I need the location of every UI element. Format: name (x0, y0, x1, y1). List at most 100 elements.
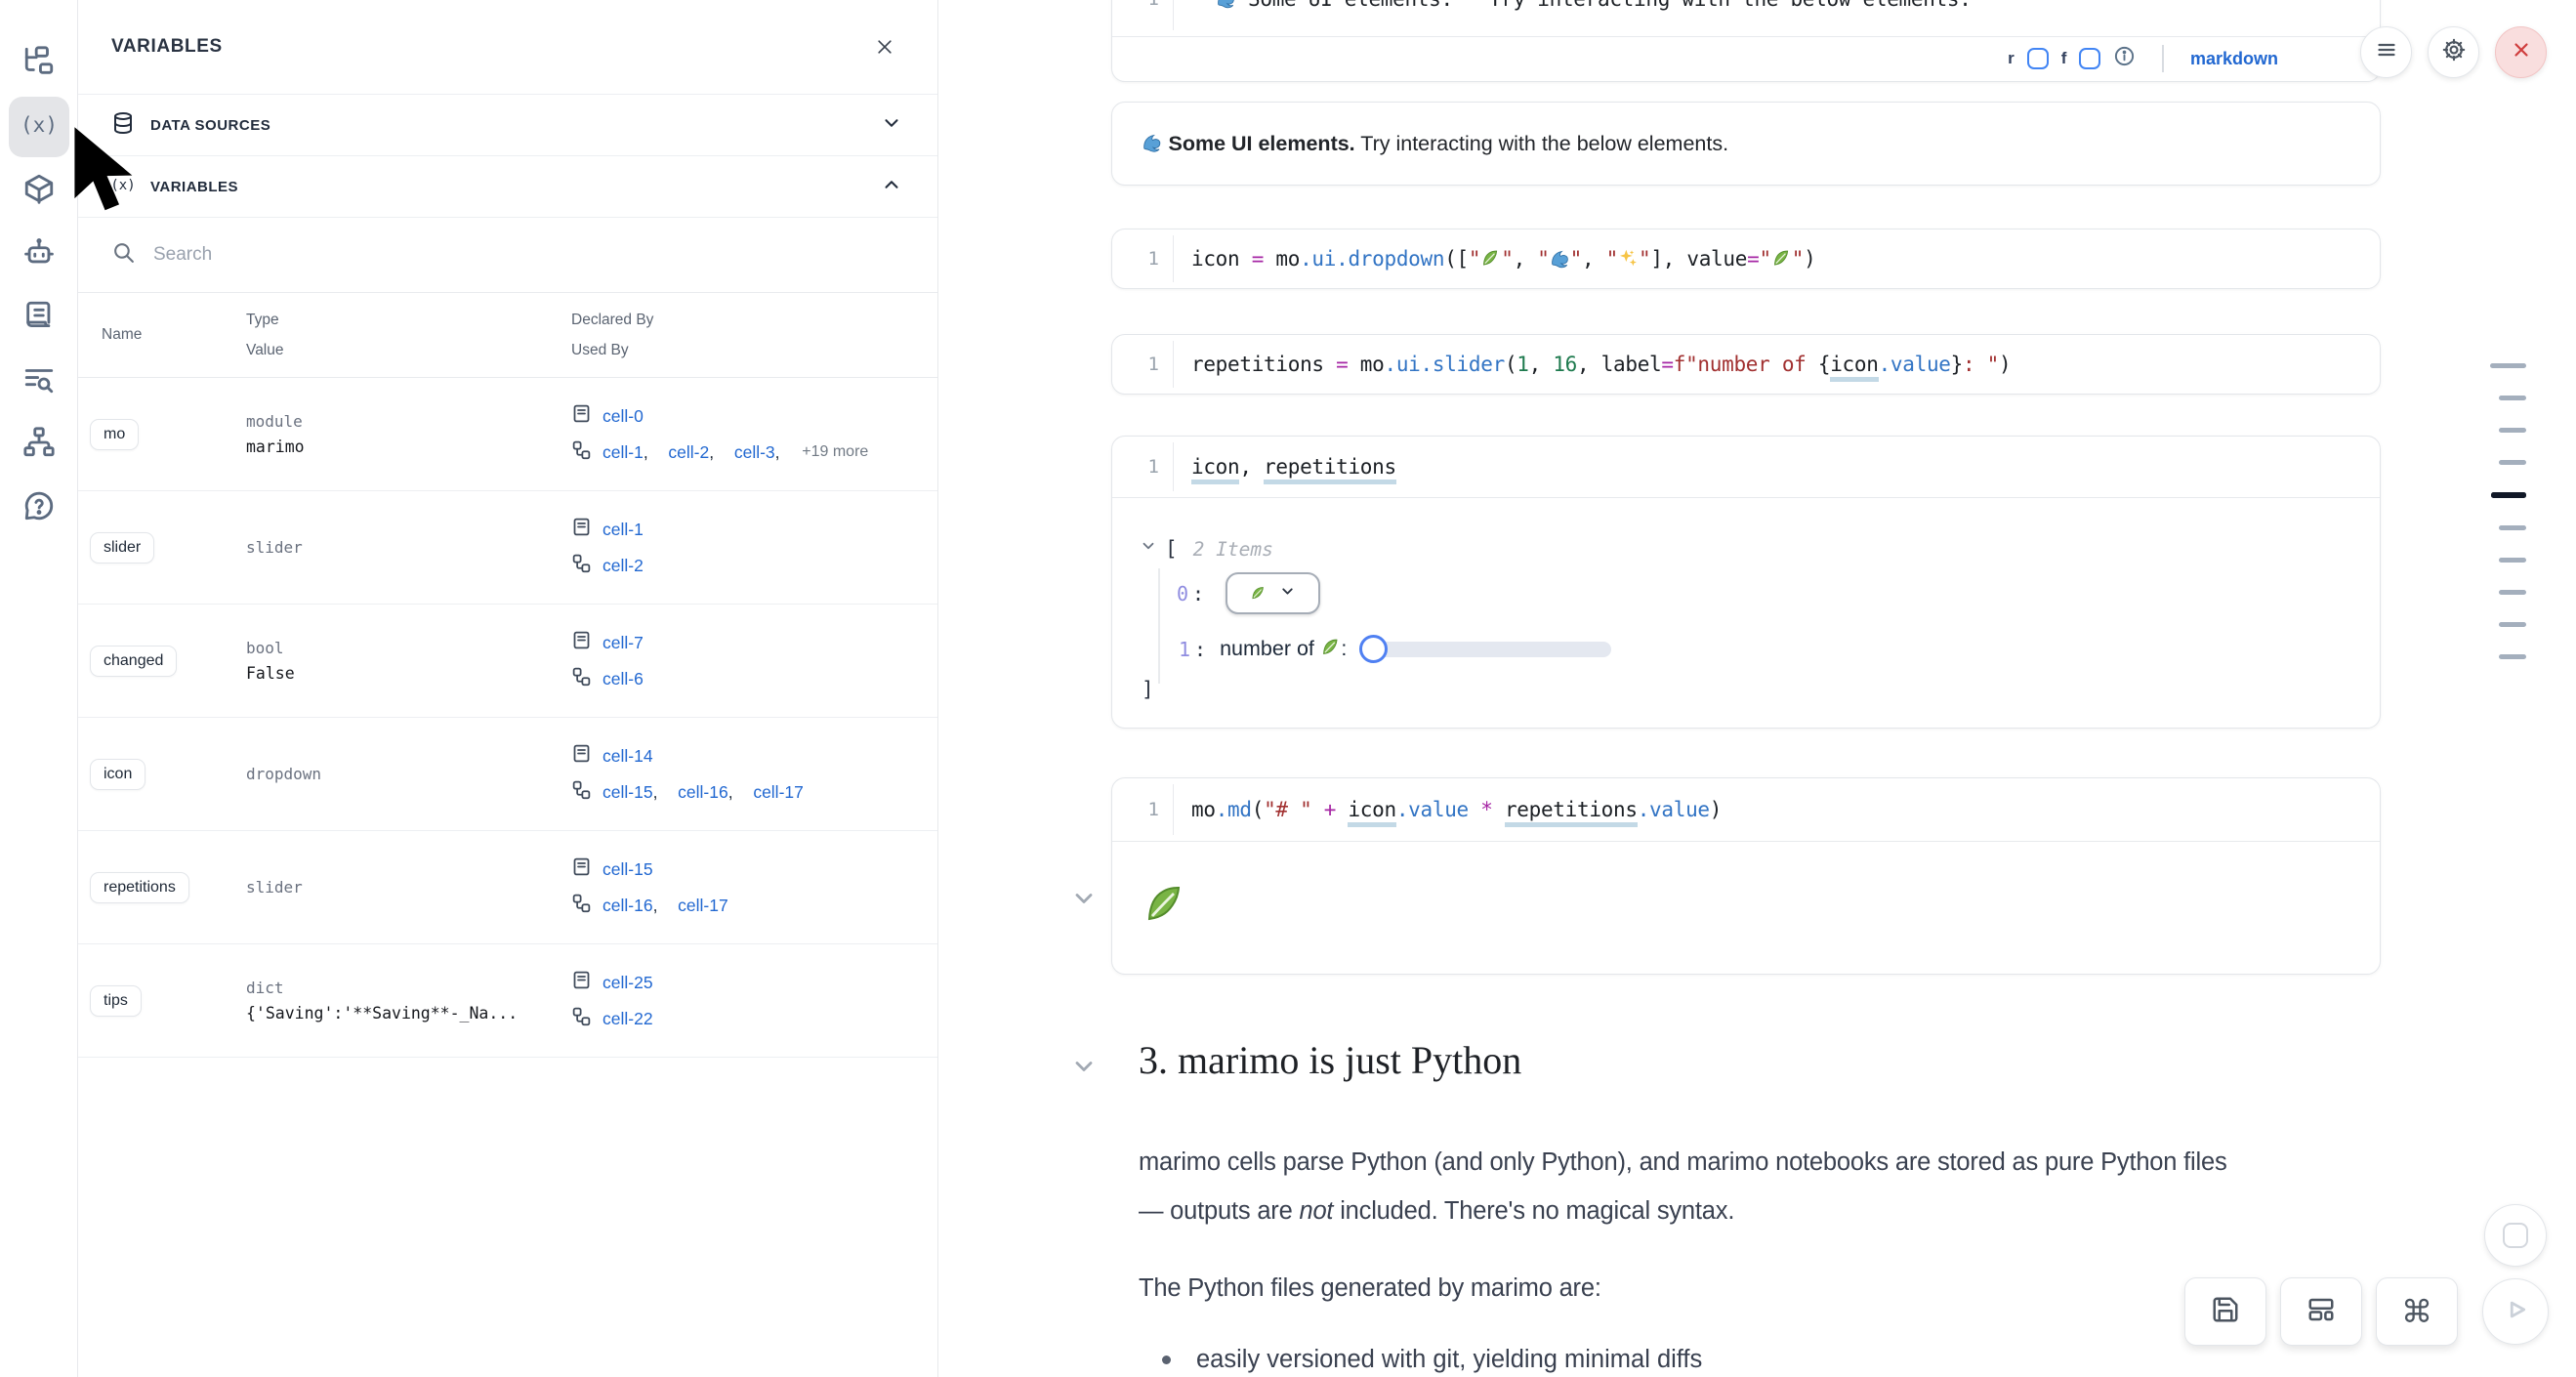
shutdown-button[interactable] (2495, 26, 2547, 78)
layout-panel-icon (2306, 1295, 2336, 1329)
layout-button[interactable] (2280, 1277, 2362, 1346)
variables-search (78, 218, 937, 293)
language-badge[interactable]: markdown (2189, 48, 2278, 68)
sidebar-item-variables[interactable]: (x) (8, 97, 69, 157)
save-icon (2211, 1295, 2240, 1329)
variable-name-badge[interactable]: icon (90, 758, 146, 790)
cell-link[interactable]: cell-6 (602, 668, 644, 688)
minimap-cell-marker[interactable] (2490, 363, 2526, 368)
notebook-cell-code: 1 icon, repetitions [ 2 Items 0 : 1 : nu… (1111, 436, 2381, 729)
sidebar-item-help[interactable] (22, 491, 56, 524)
variable-type: module (246, 412, 303, 431)
variable-name-badge[interactable]: repetitions (90, 871, 189, 903)
col-used-by: Used By (571, 342, 629, 358)
close-icon[interactable] (867, 29, 902, 64)
more-cells-label[interactable]: +19 more (802, 443, 869, 460)
markdown-heading-output (1112, 842, 2380, 973)
minimap-cell-marker[interactable] (2499, 525, 2526, 530)
sidebar-item-ai-assistant[interactable] (22, 237, 56, 271)
minimap-cell-marker[interactable] (2499, 622, 2526, 627)
cell-editor[interactable]: 1 repetitions = mo.ui.slider(1, 16, labe… (1112, 335, 2380, 394)
run-cells-button[interactable] (2482, 1278, 2549, 1345)
cell-link[interactable]: cell-15 (602, 858, 653, 879)
tree-collapse-icon[interactable] (1140, 537, 1157, 561)
sidebar-item-packages[interactable] (22, 174, 56, 207)
minimap-cell-marker[interactable] (2499, 558, 2526, 563)
minimap-cell-marker-active[interactable] (2491, 492, 2526, 498)
declared-by-icon (571, 970, 592, 995)
code-line[interactable]: repetitions = mo.ui.slider(1, 16, label=… (1191, 353, 2012, 382)
info-icon[interactable] (2113, 45, 2136, 72)
cell-editor[interactable]: 1 icon = mo.ui.dropdown(["", "", ""], va… (1112, 230, 2380, 288)
dropdown-select[interactable] (1226, 572, 1321, 614)
minimap-cell-marker[interactable] (2499, 460, 2526, 465)
cell-editor[interactable]: 1 mo.md("# " + icon.value * repetitions.… (1112, 778, 2380, 842)
search-input[interactable] (153, 244, 902, 266)
cell-editor[interactable]: 1 icon, repetitions (1112, 437, 2380, 498)
code-line[interactable]: ** Some UI elements.** Try interacting w… (1191, 0, 1972, 11)
cell-link[interactable]: cell-7 (602, 632, 644, 652)
cell-link[interactable]: cell-1 (602, 519, 644, 539)
minimap-cell-marker[interactable] (2499, 428, 2526, 433)
command-palette-button[interactable]: ⌘ (2376, 1277, 2458, 1346)
cell-link[interactable]: cell-22 (602, 1008, 653, 1028)
paragraph: The Python files generated by marimo are… (1139, 1274, 1601, 1302)
minimap-cell-marker[interactable] (2499, 654, 2526, 659)
cell-link[interactable]: cell-1 (602, 442, 657, 463)
markdown-output-text: Some UI elements. Try interacting with t… (1142, 132, 1728, 156)
cell-link[interactable]: cell-25 (602, 972, 653, 992)
sidebar-item-logs[interactable] (22, 301, 56, 334)
cell-link[interactable]: cell-0 (602, 405, 644, 426)
dropdown-value (1250, 582, 1267, 605)
minimap-cell-marker[interactable] (2499, 396, 2526, 400)
variable-name-badge[interactable]: tips (90, 984, 142, 1017)
section-data-sources[interactable]: DATA SOURCES (78, 95, 937, 156)
slider-track[interactable] (1362, 641, 1612, 657)
code-line[interactable]: mo.md("# " + icon.value * repetitions.va… (1191, 798, 1722, 827)
sidebar-item-dependency-graph[interactable] (22, 426, 56, 461)
gear-icon (2441, 37, 2467, 67)
format-toggle[interactable] (2079, 48, 2101, 69)
cell-minimap (2489, 363, 2526, 659)
cell-link[interactable]: cell-14 (602, 745, 653, 766)
cell-link[interactable]: cell-3 (734, 442, 789, 463)
chevron-down-icon[interactable] (1070, 885, 1098, 912)
stop-kernel-button[interactable] (2484, 1204, 2547, 1267)
cell-link[interactable]: cell-17 (753, 781, 804, 802)
code-line[interactable]: icon, repetitions (1191, 455, 1396, 484)
variables-panel: VARIABLES DATA SOURCES (x) VARIABLES Nam… (78, 0, 938, 1377)
slider-control[interactable] (1359, 634, 1612, 663)
sidebar-item-search[interactable] (22, 364, 56, 397)
table-row: repetitions slider cell-15 cell-16cell-1… (78, 831, 937, 944)
variable-name-badge[interactable]: slider (90, 531, 155, 563)
section-variables[interactable]: (x) VARIABLES (78, 156, 937, 218)
cell-link[interactable]: cell-16 (602, 896, 667, 916)
cell-link[interactable]: cell-2 (668, 442, 723, 463)
used-by-icon (571, 779, 592, 805)
col-value: Value (246, 342, 284, 358)
cell-link[interactable]: cell-17 (678, 895, 728, 915)
minimap-cell-marker[interactable] (2499, 590, 2526, 595)
table-row: tips dict {'Saving':'**Saving**-_Na... c… (78, 944, 937, 1058)
slider-thumb[interactable] (1359, 634, 1389, 663)
variable-name-badge[interactable]: changed (90, 645, 178, 677)
cell-link[interactable]: cell-2 (602, 555, 644, 575)
sidebar-item-file-tree[interactable] (22, 45, 56, 80)
variable-name-badge[interactable]: mo (90, 418, 140, 450)
notebook-cell-code: 1 icon = mo.ui.dropdown(["", "", ""], va… (1111, 229, 2381, 289)
used-by-icon (571, 893, 592, 918)
code-line[interactable]: icon = mo.ui.dropdown(["", "", ""], valu… (1191, 247, 1816, 271)
section-label: DATA SOURCES (150, 116, 271, 134)
notebook-menu-button[interactable] (2360, 26, 2412, 78)
chevron-down-icon (881, 112, 902, 139)
line-number: 1 (1147, 354, 1159, 375)
chevron-down-icon[interactable] (1070, 1053, 1098, 1080)
save-button[interactable] (2184, 1277, 2266, 1346)
table-row: mo module marimo cell-0 cell-1cell-2cell… (78, 378, 937, 491)
cell-editor[interactable]: 1 ** Some UI elements.** Try interacting… (1112, 0, 2380, 37)
cell-link[interactable]: cell-16 (678, 782, 742, 803)
settings-button[interactable] (2428, 26, 2479, 78)
reactive-toggle[interactable] (2026, 48, 2049, 69)
cell-link[interactable]: cell-15 (602, 782, 667, 803)
panel-title: VARIABLES (111, 36, 223, 57)
